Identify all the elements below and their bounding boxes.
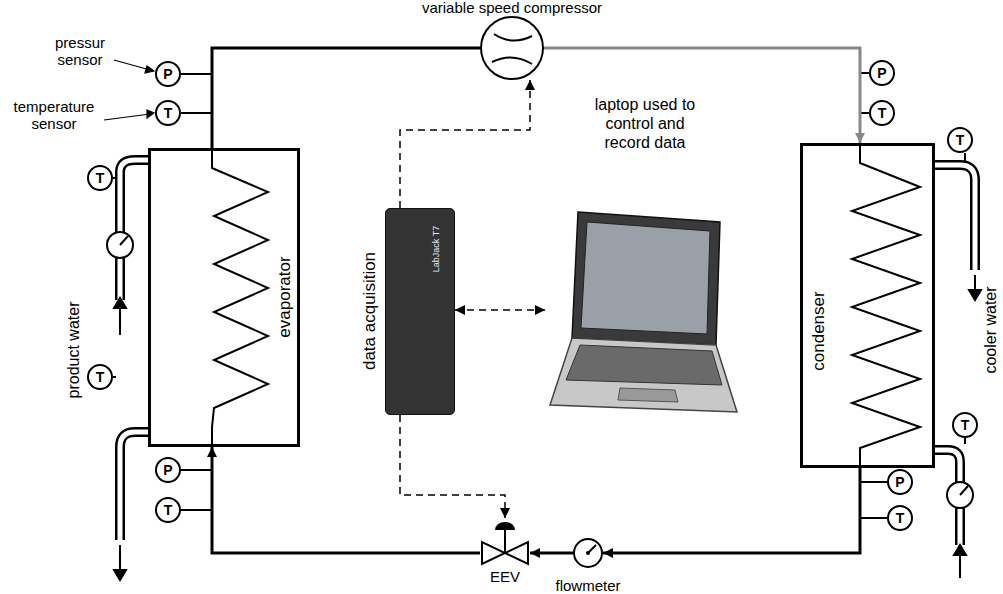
water-pipe xyxy=(120,160,149,301)
leader-arrow xyxy=(104,60,154,120)
condenser-label: condenser xyxy=(809,291,829,370)
water-pipe xyxy=(120,160,975,546)
water-pipe xyxy=(120,432,149,541)
laptop-illustration xyxy=(618,388,678,402)
water-flowmeter-gauge xyxy=(960,486,968,495)
condenser-box: condenser xyxy=(800,143,935,468)
sensor-stub xyxy=(181,73,212,75)
connector-layer xyxy=(212,48,860,553)
laptop: laptop used to control and record data xyxy=(545,95,745,420)
sensor-stub xyxy=(964,153,966,161)
compressor-symbol xyxy=(482,18,542,78)
evaporator-label: evaporator xyxy=(275,256,295,337)
compressor-circle: variable speed compressor xyxy=(480,16,544,80)
annotation-label: pressur sensor xyxy=(42,34,118,68)
laptop-illustration xyxy=(581,222,710,334)
sensor-stub xyxy=(860,517,887,519)
sensor-circle: T xyxy=(155,497,181,523)
sensor-letter: T xyxy=(89,167,111,189)
sensor-circle: T xyxy=(947,127,973,153)
water-pipe xyxy=(120,432,148,540)
gauge-needle xyxy=(575,540,601,566)
sensor-circle: T xyxy=(952,412,978,438)
sensor-circle: P xyxy=(887,469,913,495)
sensor-stub xyxy=(964,438,966,444)
water-pipe xyxy=(120,160,148,300)
annotation-label: cooler water xyxy=(982,286,1000,373)
sensor-letter: P xyxy=(889,471,911,493)
heat-exchanger-coil xyxy=(212,148,268,447)
heat-exchanger-coil xyxy=(212,143,920,468)
sensor-letter: P xyxy=(157,459,179,481)
sensor-circle: P xyxy=(869,60,895,86)
flow-arrow xyxy=(114,275,981,580)
leader-arrow xyxy=(147,110,154,118)
sensor-letter: T xyxy=(949,129,971,151)
laptop-illustration xyxy=(550,338,737,412)
sensor-stub xyxy=(181,509,212,511)
refrigerant-line xyxy=(544,48,860,143)
leader-arrow xyxy=(104,114,150,120)
flow-arrow xyxy=(959,553,961,578)
sensor-circle: P xyxy=(155,457,181,483)
sensor-circle: P xyxy=(155,61,181,87)
sensor-letter: T xyxy=(157,499,179,521)
flowmeter-label: flowmeter xyxy=(555,577,620,594)
signal-line xyxy=(455,309,545,311)
sensor-letter: T xyxy=(889,507,911,529)
refrigerant-line xyxy=(212,48,480,148)
refrigerant-line xyxy=(212,447,480,553)
evaporator-box: evaporator xyxy=(148,148,300,447)
laptop-illustration xyxy=(566,345,722,385)
signal-line xyxy=(400,415,505,518)
flow-arrow xyxy=(119,545,121,572)
valve-symbol xyxy=(480,518,530,566)
sensor-letter: T xyxy=(954,414,976,436)
laptop-illustration xyxy=(572,212,720,345)
valve-label: EEV xyxy=(490,568,520,585)
sensor-letter: T xyxy=(89,366,111,388)
sensor-letter: P xyxy=(157,63,179,85)
flow-arrow xyxy=(954,545,966,555)
compressor-title: variable speed compressor xyxy=(422,0,602,16)
sensor-stub xyxy=(113,73,965,518)
flow-arrow xyxy=(119,306,121,335)
device-label: data acquisition xyxy=(360,252,380,370)
sensor-circle: T xyxy=(869,100,895,126)
sensor-circle: T xyxy=(887,505,913,531)
water-flowmeter-gauge xyxy=(120,236,128,245)
heat-exchanger-coil xyxy=(852,143,920,468)
sensor-stub xyxy=(181,112,212,114)
sensor-letter: T xyxy=(871,102,893,124)
sensor-circle: T xyxy=(87,364,113,390)
sensor-letter: P xyxy=(871,62,893,84)
device-brand: LabJack T7 xyxy=(431,226,441,272)
water-flowmeter-gauge xyxy=(107,232,133,258)
flow-arrow xyxy=(969,290,981,300)
annotation-label: temperature sensor xyxy=(4,98,104,132)
sensor-letter: T xyxy=(157,102,179,124)
expansion-valve: EEV xyxy=(480,518,530,566)
data-acquisition-device: data acquisitionLabJack T7 xyxy=(385,208,455,415)
sensor-stub xyxy=(860,481,887,483)
sensor-circle: T xyxy=(87,165,113,191)
sensor-circle: T xyxy=(155,100,181,126)
water-flowmeter-gauge xyxy=(947,482,973,508)
flow-arrow xyxy=(114,570,126,580)
refrigerant-line xyxy=(603,468,860,553)
signal-line xyxy=(400,80,530,208)
refrigerant-line xyxy=(530,552,573,555)
annotation-label: product water xyxy=(65,302,83,399)
leader-arrow xyxy=(114,60,150,70)
flowmeter-gauge: flowmeter xyxy=(573,538,603,568)
laptop-caption: laptop used to control and record data xyxy=(590,95,700,152)
leader-arrow xyxy=(145,66,154,73)
sensor-stub xyxy=(181,469,212,471)
flow-arrow xyxy=(114,298,126,308)
sensor-stub xyxy=(113,376,116,378)
laptop-illustration xyxy=(550,212,737,412)
water-pipe xyxy=(934,165,975,271)
water-pipe xyxy=(935,165,975,270)
